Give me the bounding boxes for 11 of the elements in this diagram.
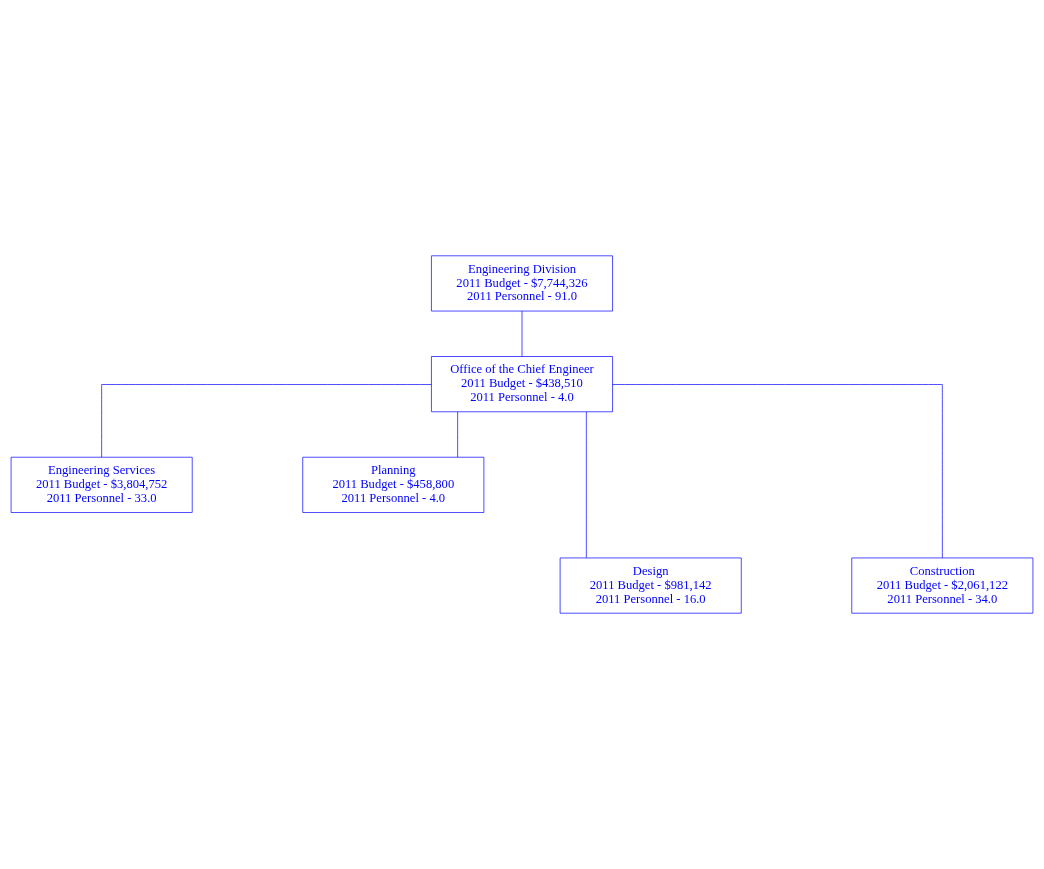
connector xyxy=(612,384,943,559)
connector xyxy=(586,411,587,559)
node-box: Engineering Division 2011 Budget - $7,744,326 2011 Personnel - 91.0 xyxy=(431,255,613,312)
connector xyxy=(521,310,523,357)
node-box: Construction 2011 Budget - $2,061,122 2011 Personnel - 34.0 xyxy=(851,557,1034,614)
node-box: Planning 2011 Budget - $458,800 2011 Personnel - 4.0 xyxy=(302,456,485,513)
node-box: Engineering Services 2011 Budget - $3,804,752 2011 Personnel - 33.0 xyxy=(10,456,193,513)
connector xyxy=(457,411,458,458)
node-box: Design 2011 Budget - $981,142 2011 Personnel - 16.0 xyxy=(559,557,742,614)
connector xyxy=(101,384,432,458)
node-box: Office of the Chief Engineer 2011 Budget - $438,510 2011 Personnel - 4.0 xyxy=(431,356,613,413)
